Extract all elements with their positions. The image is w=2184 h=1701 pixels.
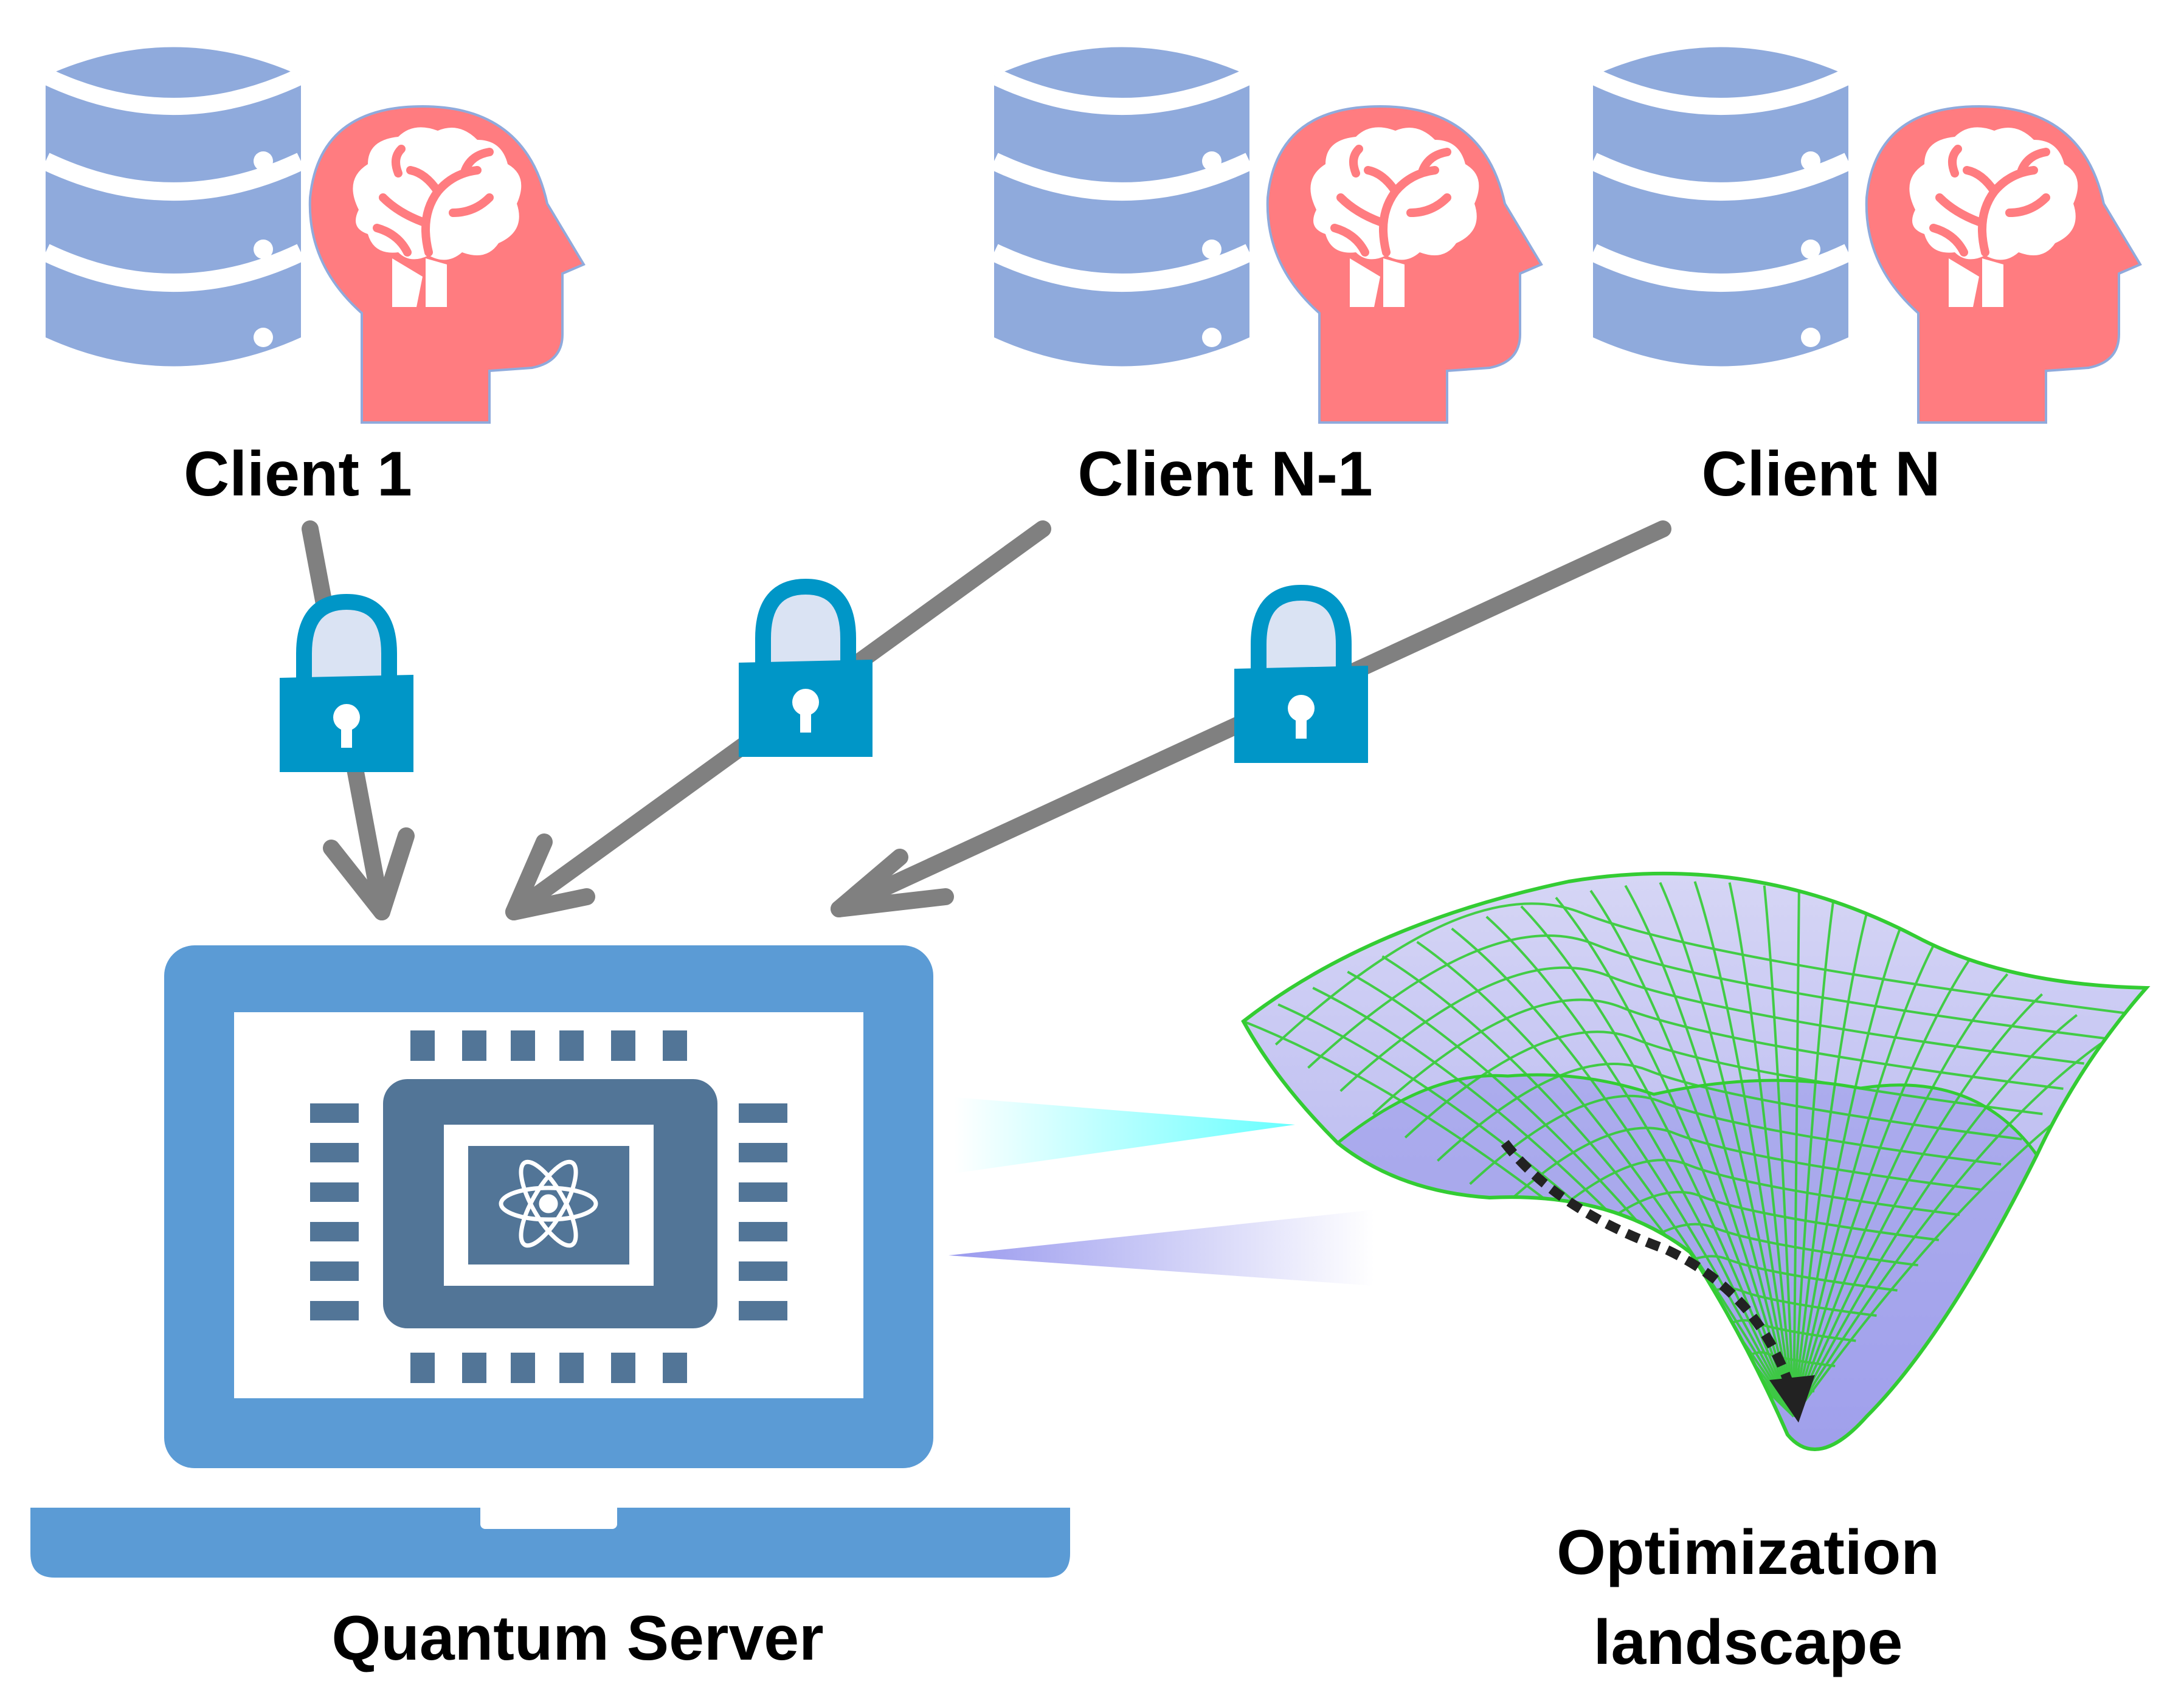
mesh-line xyxy=(1437,1063,2022,1162)
mesh-line xyxy=(1533,1159,1960,1232)
mesh-line xyxy=(1792,897,1835,1417)
mesh-line xyxy=(1274,902,2126,1046)
mesh-line xyxy=(1339,966,2084,1092)
client-n xyxy=(1593,47,2140,423)
quantum-chip-icon xyxy=(310,1030,787,1383)
brain-head-icon xyxy=(1268,106,1541,423)
padlock-icon xyxy=(739,587,873,757)
mesh-line xyxy=(1307,934,2106,1069)
mesh-line xyxy=(1792,890,1800,1417)
client-n-minus-1-label: Client N-1 xyxy=(1077,439,1373,509)
beam-lower xyxy=(949,1210,1374,1286)
mesh-line xyxy=(1792,920,1905,1417)
database-icon xyxy=(1593,47,1848,367)
descent-path-arrow xyxy=(1501,1140,1815,1423)
mesh-line xyxy=(1501,1127,1981,1209)
mesh-line xyxy=(1792,993,2044,1417)
database-icon xyxy=(46,47,301,367)
loss-surface-icon xyxy=(1243,874,2146,1449)
mesh-line xyxy=(1469,1094,2002,1185)
server-label: Quantum Server xyxy=(331,1603,824,1674)
mesh-line xyxy=(1404,1030,2043,1139)
padlock-icon xyxy=(280,602,413,772)
mesh-line xyxy=(1451,927,1795,1417)
mesh-line xyxy=(1792,954,1974,1417)
landscape-label-line1: Optimization xyxy=(1557,1517,1940,1588)
mesh-line xyxy=(1792,973,2009,1417)
mesh-line xyxy=(1792,906,1870,1417)
beam-upper xyxy=(955,1097,1295,1173)
mesh-line xyxy=(1763,885,1795,1417)
mesh-line xyxy=(1792,1013,2078,1417)
mesh-line xyxy=(1485,916,1795,1417)
client-1-label: Client 1 xyxy=(184,439,412,509)
mesh-line xyxy=(1372,998,2064,1116)
mesh-line xyxy=(1416,940,1795,1418)
brain-head-icon xyxy=(310,106,584,423)
mesh-line xyxy=(1566,1191,1940,1255)
client-1 xyxy=(46,47,584,423)
client-n-minus-1 xyxy=(994,47,1541,423)
database-icon xyxy=(994,47,1249,367)
padlock-icon xyxy=(1234,593,1368,763)
atom-icon xyxy=(499,1159,598,1248)
landscape-label-line2: landscape xyxy=(1593,1607,1903,1678)
mesh-line xyxy=(1728,882,1795,1417)
client-n-label: Client N xyxy=(1701,439,1941,509)
brain-head-icon xyxy=(1867,106,2140,423)
